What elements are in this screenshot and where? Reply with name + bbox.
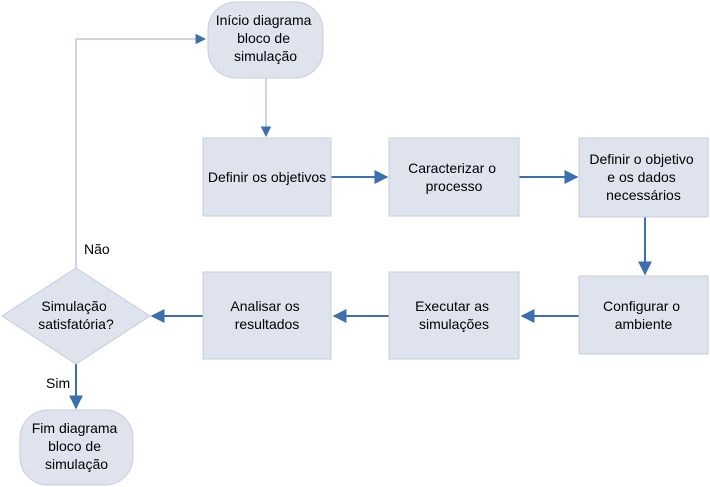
- characterize-line-1: Caracterizar o: [408, 160, 496, 176]
- characterize-line-2: processo: [426, 178, 483, 194]
- define-objectives-line-1: Definir os objetivos: [208, 169, 326, 185]
- process-define-data: Definir o objetivo e os dados necessário…: [579, 138, 708, 217]
- define-data-line-1: Definir o objetivo: [589, 151, 693, 167]
- svg-text:Definir os objetivos: Definir os objetivos: [208, 169, 326, 185]
- end-terminator: Fim diagrama bloco de simulação: [20, 410, 133, 485]
- process-execute: Executar as simulações: [389, 272, 519, 359]
- analyze-line-1: Analisar os: [230, 298, 299, 314]
- edge-label-no: Não: [84, 241, 110, 257]
- end-line-2: bloco de: [48, 438, 101, 454]
- process-characterize: Caracterizar o processo: [389, 138, 519, 216]
- decision-line-2: satisfatória?: [38, 316, 114, 332]
- edge-decision-to-start-feedback: [76, 39, 205, 268]
- execute-line-2: simulações: [419, 316, 489, 332]
- start-line-2: bloco de: [237, 30, 290, 46]
- start-terminator: Início diagrama bloco de simulação: [208, 2, 323, 78]
- process-define-objectives: Definir os objetivos: [203, 138, 331, 216]
- execute-line-1: Executar as: [415, 298, 489, 314]
- start-line-3: simulação: [234, 48, 297, 64]
- process-configure: Configurar o ambiente: [579, 276, 708, 354]
- process-analyze: Analisar os resultados: [203, 272, 331, 359]
- define-data-line-2: e os dados: [607, 169, 676, 185]
- end-line-3: simulação: [45, 456, 108, 472]
- decision-line-1: Simulação: [41, 298, 107, 314]
- edges: [76, 39, 645, 408]
- configure-line-1: Configurar o: [603, 298, 680, 314]
- end-line-1: Fim diagrama: [32, 420, 118, 436]
- configure-line-2: ambiente: [615, 316, 673, 332]
- define-data-line-3: necessários: [606, 187, 681, 203]
- start-line-1: Início diagrama: [216, 12, 312, 28]
- edge-label-yes: Sim: [46, 375, 70, 391]
- analyze-line-2: resultados: [235, 316, 300, 332]
- decision-satisfactory: Simulação satisfatória?: [2, 268, 150, 364]
